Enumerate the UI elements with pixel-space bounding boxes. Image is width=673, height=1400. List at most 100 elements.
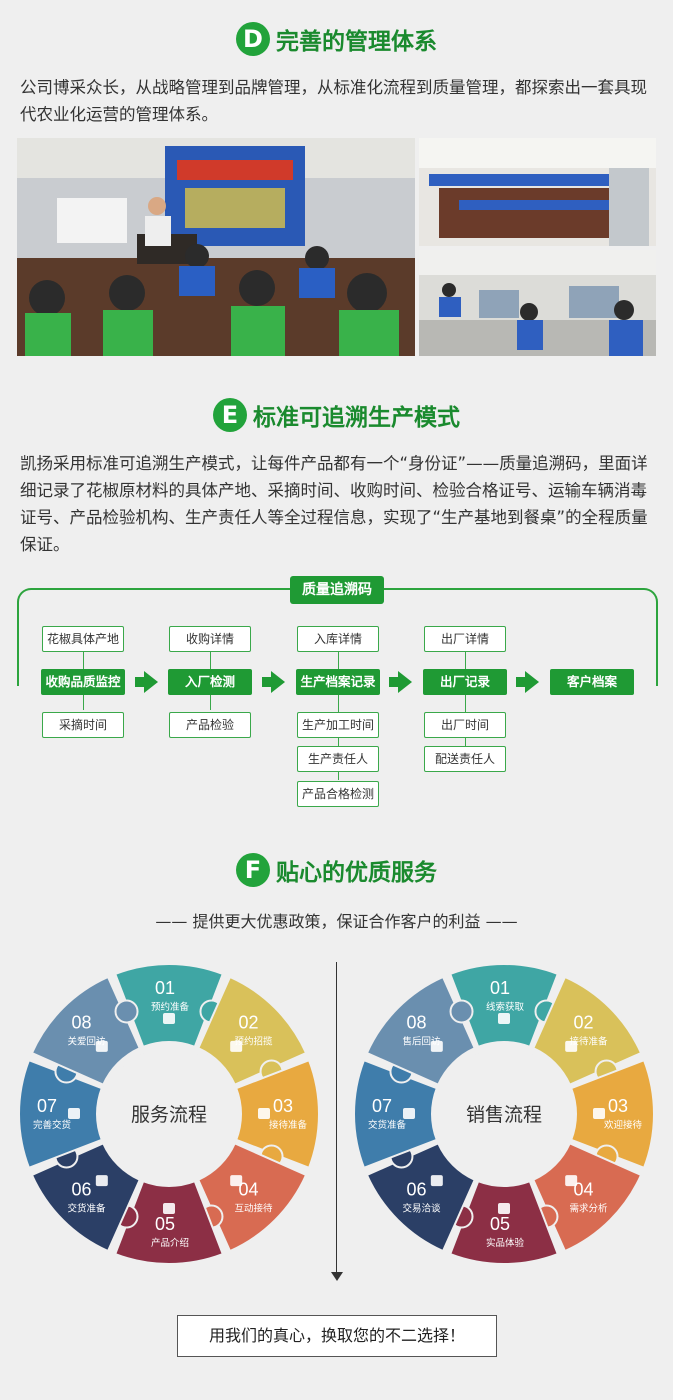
piece-number: 08 xyxy=(72,1013,92,1033)
main-node-incoming-inspection: 入厂检测 xyxy=(168,669,252,695)
section-d-text: 公司博采众长，从战略管理到品牌管理，从标准化流程到质量管理，都探索出一套具现代农… xyxy=(20,78,647,124)
bulb-icon xyxy=(95,1175,108,1187)
bulb-icon xyxy=(430,1175,443,1187)
sales-flow-ring: 01 线索获取 02 接待准备 03 欢迎接待 04 需求分析 05 实品体验 06 交易洽谈 07 交货… xyxy=(353,963,655,1265)
piece-number: 02 xyxy=(238,1013,258,1033)
piece-number: 08 xyxy=(407,1013,427,1033)
section-f-subtitle: —— 提供更大优惠政策，保证合作客户的利益 —— xyxy=(155,912,518,931)
flow-title: 质量追溯码 xyxy=(290,576,384,604)
piece-number: 02 xyxy=(573,1013,593,1033)
sub-node-outgoing-time: 出厂时间 xyxy=(424,712,506,738)
piece-number: 03 xyxy=(273,1096,293,1116)
chart-icon xyxy=(163,1013,175,1024)
mail-icon xyxy=(565,1175,578,1187)
section-e-text: 凯扬采用标准可追溯生产模式，让每件产品都有一个“身份证”——质量追溯码，里面详细… xyxy=(20,454,648,554)
service-flow-ring: 01 预约准备 02 预约招揽 03 接待准备 04 互动接待 05 产品介绍 06 交货准备 07 完善… xyxy=(18,963,320,1265)
puzzle-piece-08 xyxy=(30,975,142,1087)
piece-label: 预约招揽 xyxy=(234,1036,273,1048)
arrow-right-icon xyxy=(144,671,158,693)
piece-number: 05 xyxy=(490,1214,510,1234)
arrow-right-icon xyxy=(398,671,412,693)
piece-number: 05 xyxy=(155,1214,175,1234)
arrow-down-icon xyxy=(331,1272,343,1281)
piece-label: 交货准备 xyxy=(68,1202,107,1214)
mail-icon xyxy=(230,1175,243,1187)
piece-number: 01 xyxy=(155,978,175,998)
slogan-box: 用我们的真心，换取您的不二选择！ xyxy=(177,1315,497,1357)
sub-node-delivery-person: 配送责任人 xyxy=(424,746,506,772)
arrow-right-icon xyxy=(271,671,285,693)
connector xyxy=(465,650,466,746)
section-e-heading: 标准可追溯生产模式 xyxy=(253,405,460,431)
handshake-icon xyxy=(95,1040,108,1052)
piece-label: 欢迎接待 xyxy=(604,1119,643,1131)
ring-center-label: 销售流程 xyxy=(466,1104,542,1126)
piece-number: 06 xyxy=(407,1179,427,1199)
dollar-icon xyxy=(403,1108,415,1119)
briefcase-icon xyxy=(565,1040,578,1052)
sub-node-storage-detail: 入库详情 xyxy=(297,626,379,652)
ring-center xyxy=(103,1048,235,1180)
arrow-right-icon xyxy=(525,671,539,693)
refresh-icon xyxy=(163,1203,175,1214)
dollar-icon xyxy=(68,1108,80,1119)
ring-center xyxy=(438,1048,570,1180)
piece-label: 接待准备 xyxy=(269,1119,308,1131)
piece-number: 01 xyxy=(490,978,510,998)
ring-center-label: 服务流程 xyxy=(131,1104,207,1126)
briefcase-icon xyxy=(230,1040,243,1052)
sub-node-processing-time: 生产加工时间 xyxy=(297,712,379,738)
piece-number: 06 xyxy=(72,1179,92,1199)
piece-label: 实品体验 xyxy=(486,1237,525,1249)
piece-label: 产品介绍 xyxy=(151,1237,189,1249)
divider-line xyxy=(336,962,337,1276)
conference-room-photo xyxy=(419,138,656,246)
piece-label: 接待准备 xyxy=(569,1036,608,1048)
piece-label: 完善交货 xyxy=(33,1119,71,1131)
office-photo xyxy=(419,250,656,356)
chart-icon xyxy=(498,1013,510,1024)
piece-label: 交易洽谈 xyxy=(403,1202,442,1214)
sub-node-origin: 花椒具体产地 xyxy=(42,626,124,652)
section-f-badge: F xyxy=(236,853,270,887)
sub-node-purchase-detail: 收购详情 xyxy=(169,626,251,652)
piece-number: 04 xyxy=(573,1179,593,1199)
sub-node-picking-time: 采摘时间 xyxy=(42,712,124,738)
section-d-heading: 完善的管理体系 xyxy=(276,29,437,55)
main-node-customer-archive: 客户档案 xyxy=(550,669,634,695)
section-d-badge: D xyxy=(236,22,270,56)
puzzle-knob xyxy=(114,999,139,1024)
main-node-production-record: 生产档案记录 xyxy=(296,669,380,695)
piece-number: 07 xyxy=(37,1096,57,1116)
puzzle-piece-08 xyxy=(365,975,477,1087)
piece-number: 03 xyxy=(608,1096,628,1116)
sub-node-product-inspection: 产品检验 xyxy=(169,712,251,738)
piece-label: 需求分析 xyxy=(569,1202,608,1214)
puzzle-piece-07 xyxy=(18,1058,104,1170)
section-f-heading: 贴心的优质服务 xyxy=(276,860,437,886)
section-e-badge: E xyxy=(213,398,247,432)
meeting-photo xyxy=(17,138,415,356)
people-icon xyxy=(593,1108,605,1119)
piece-label: 线索获取 xyxy=(486,1001,525,1013)
puzzle-knob xyxy=(449,999,474,1024)
main-node-outgoing-record: 出厂记录 xyxy=(423,669,507,695)
piece-label: 互动接待 xyxy=(234,1202,273,1214)
piece-label: 预约准备 xyxy=(151,1001,190,1013)
puzzle-piece-02 xyxy=(531,975,643,1087)
sub-node-responsible-person: 生产责任人 xyxy=(297,746,379,772)
people-icon xyxy=(258,1108,270,1119)
puzzle-piece-05 xyxy=(448,1179,560,1265)
puzzle-piece-01 xyxy=(113,963,225,1049)
refresh-icon xyxy=(498,1203,510,1214)
piece-number: 07 xyxy=(372,1096,392,1116)
sub-node-outgoing-detail: 出厂详情 xyxy=(424,626,506,652)
puzzle-piece-06 xyxy=(365,1141,477,1253)
piece-number: 04 xyxy=(238,1179,258,1199)
sub-node-quality-test: 产品合格检测 xyxy=(297,781,379,807)
handshake-icon xyxy=(430,1040,443,1052)
piece-label: 交货准备 xyxy=(368,1119,407,1131)
